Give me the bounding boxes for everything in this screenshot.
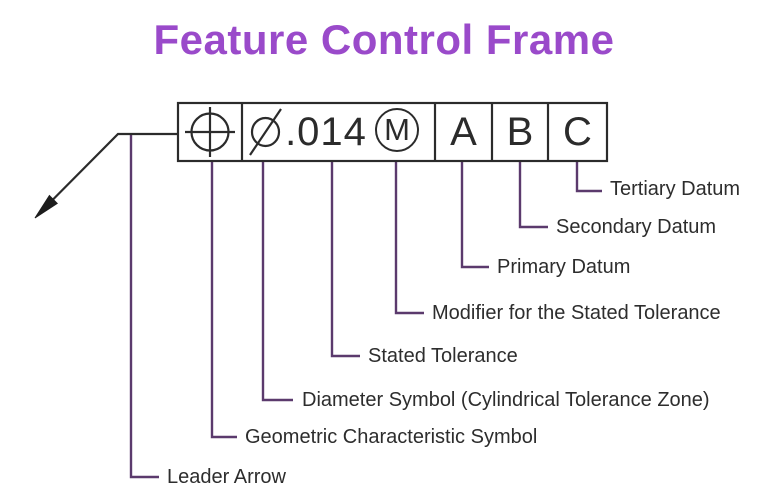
label-modifier: Modifier for the Stated Tolerance (432, 302, 721, 324)
label-diameter-symbol: Diameter Symbol (Cylindrical Tolerance Z… (302, 389, 710, 411)
label-stated-tolerance: Stated Tolerance (368, 345, 518, 367)
leader-arrow (34, 132, 178, 219)
leader-arrow-callout-line (129, 134, 159, 479)
arrowhead-icon (34, 194, 58, 219)
position-symbol-icon (185, 107, 235, 157)
stated-tolerance-callout-line (330, 161, 360, 358)
secondary-datum-callout-line (518, 161, 548, 229)
modifier-callout-line (394, 161, 424, 315)
label-primary-datum: Primary Datum (497, 256, 631, 278)
page-title: Feature Control Frame (153, 16, 615, 63)
tertiary-datum-callout-line (575, 161, 602, 193)
diameter-symbol-icon (249, 108, 282, 156)
leader-line (52, 132, 178, 201)
primary-datum-letter: A (450, 110, 477, 154)
primary-datum-callout-line (460, 161, 489, 269)
secondary-datum-letter: B (506, 110, 534, 154)
tertiary-datum-letter: C (563, 110, 592, 154)
label-secondary-datum: Secondary Datum (556, 216, 717, 238)
label-leader-arrow: Leader Arrow (167, 466, 286, 488)
diameter-symbol-callout-line (261, 161, 293, 402)
label-tertiary-datum: Tertiary Datum (610, 178, 741, 200)
stated-tolerance-value: .014 (285, 110, 367, 154)
geometric-symbol-callout-line (210, 161, 237, 439)
material-modifier-symbol: M (375, 108, 419, 152)
label-geometric-characteristic-symbol: Geometric Characteristic Symbol (245, 426, 538, 448)
callout-lines (129, 134, 602, 479)
